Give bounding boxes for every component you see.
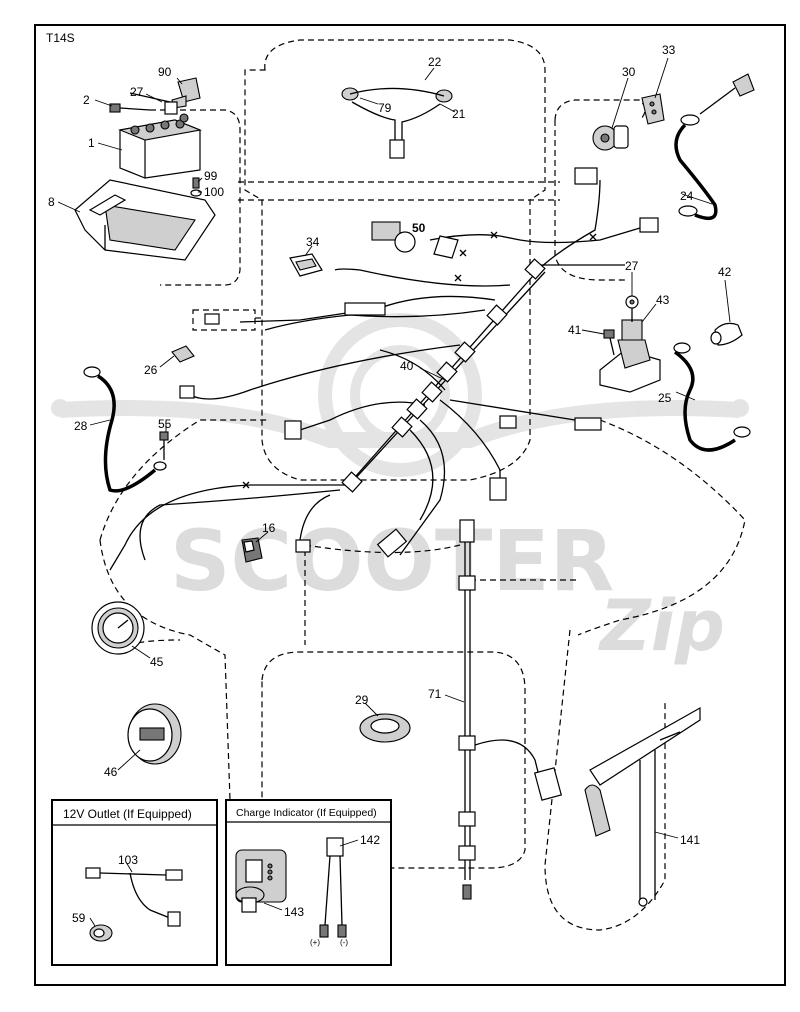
label-46: 46 [104, 765, 118, 779]
part-30-ignition-switch [592, 125, 629, 151]
label-30: 30 [622, 65, 636, 79]
label-21: 21 [452, 107, 466, 121]
plus-terminal-label: (+) [310, 938, 320, 947]
label-1: 1 [88, 136, 95, 150]
label-90: 90 [158, 65, 172, 79]
label-28: 28 [74, 419, 88, 433]
watermark-text: SCOOTER [170, 512, 614, 610]
part-21-22-lamp-harness [341, 87, 453, 159]
inset-outlet [51, 799, 218, 966]
leader-lines [57, 57, 731, 927]
charge-indicator-title: Charge Indicator (If Equipped) [236, 807, 377, 819]
part-50-relay [371, 221, 459, 259]
diagram-code: T14S [46, 31, 75, 45]
harness [109, 179, 641, 571]
label-2: 2 [83, 93, 90, 107]
label-59: 59 [72, 911, 86, 925]
label-41: 41 [568, 323, 582, 337]
part-24-battery-cable [674, 73, 755, 221]
inset-charge-indicator [225, 799, 392, 966]
part-8-battery-tray [74, 179, 216, 261]
part-46-meter [127, 703, 182, 765]
harness-connectors [179, 167, 659, 558]
label-43: 43 [656, 293, 670, 307]
label-99: 99 [204, 169, 218, 183]
part-27-nut [625, 295, 639, 309]
part-55-bolt [159, 431, 169, 460]
label-16: 16 [262, 521, 276, 535]
part-1-battery [118, 113, 202, 179]
label-141: 141 [680, 833, 700, 847]
label-33: 33 [662, 43, 676, 57]
part-25-cable [673, 342, 751, 452]
part-71-harness [458, 519, 563, 900]
label-24: 24 [680, 189, 694, 203]
label-103: 103 [118, 853, 138, 867]
part-42-boot [710, 322, 743, 346]
part-26-fuse [171, 345, 195, 363]
label-26: 26 [144, 363, 158, 377]
part-45-gauge [91, 601, 145, 655]
label-34: 34 [306, 235, 320, 249]
part-41-bolt [603, 329, 615, 356]
label-100: 100 [204, 185, 224, 199]
label-71: 71 [428, 687, 442, 701]
label-27-right: 27 [625, 259, 639, 273]
watermark: SCOOTER Zip [51, 313, 749, 667]
part-141-bracket [584, 706, 701, 907]
label-8: 8 [48, 195, 55, 209]
label-143: 143 [284, 905, 304, 919]
part-90-cap [171, 77, 201, 109]
part-33-key [641, 93, 665, 125]
label-79: 79 [378, 101, 392, 115]
label-40: 40 [400, 359, 414, 373]
part-34-switch [289, 253, 323, 277]
label-29: 29 [355, 693, 369, 707]
label-142: 142 [360, 833, 380, 847]
label-27-top: 27 [130, 85, 144, 99]
minus-terminal-label: (-) [340, 938, 348, 947]
part-99-100-hardware [190, 177, 202, 197]
label-42: 42 [718, 265, 732, 279]
label-22: 22 [428, 55, 442, 69]
label-25: 25 [658, 391, 672, 405]
label-55: 55 [158, 417, 172, 431]
outlet-title: 12V Outlet (If Equipped) [63, 807, 192, 821]
label-45: 45 [150, 655, 164, 669]
part-labels: 90 2 27 1 8 99 100 22 79 21 30 33 24 34 … [48, 43, 732, 947]
part-43-solenoid [599, 308, 661, 393]
label-50: 50 [412, 221, 426, 235]
part-28-ground-cable [83, 366, 167, 493]
chassis-outlines [99, 39, 746, 931]
part-29-grommet [359, 713, 411, 743]
watermark-script: Zip [598, 585, 725, 667]
part-2-bolt [109, 92, 178, 115]
part-16-connector [241, 537, 263, 563]
